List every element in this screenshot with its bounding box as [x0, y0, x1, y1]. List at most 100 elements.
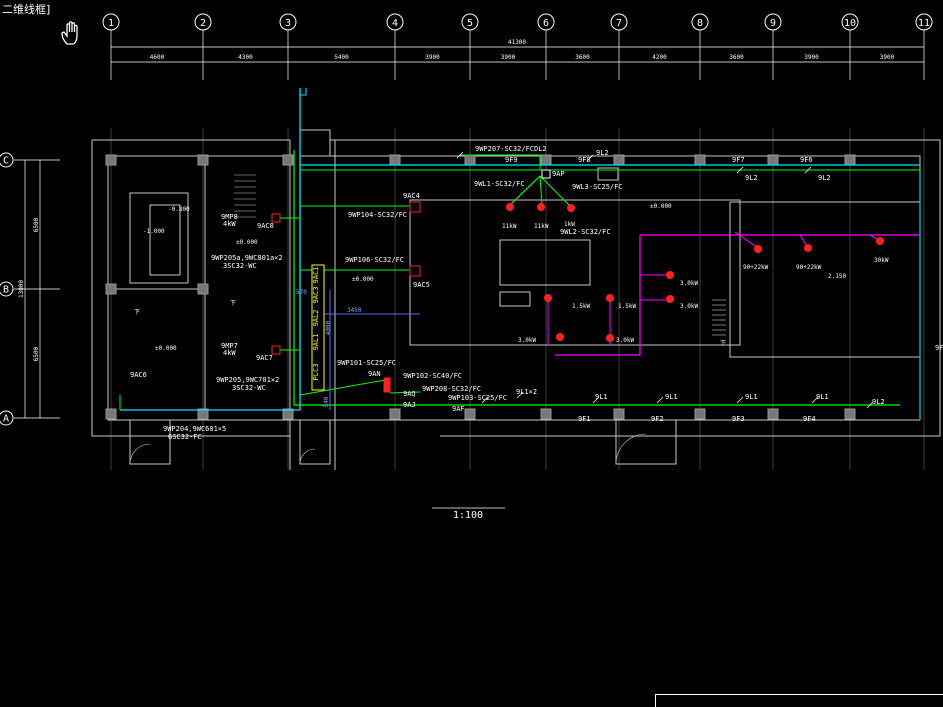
cable-routes — [119, 88, 921, 420]
label-9f8: 9F8 — [578, 156, 591, 164]
label-9wp103: 9WP103-SC25/FC — [448, 394, 507, 402]
cable-incoming — [300, 88, 307, 96]
label-down-b: 下 — [720, 340, 726, 347]
panel-9ap — [541, 169, 551, 179]
grid-column-label: 3 — [285, 18, 291, 29]
viewport-label[interactable]: 二维线框] — [0, 0, 53, 18]
label-9al1: 9AL1 — [312, 334, 320, 351]
tank-outline — [149, 204, 181, 276]
distribution-panel — [311, 264, 325, 391]
door-swing — [129, 443, 151, 465]
grid-column-label: 11 — [918, 18, 930, 29]
grid-row-label: C — [3, 156, 9, 167]
label-9wp207: 9WP207-SC32/FC — [475, 145, 534, 153]
label-1kw: 1kW — [564, 221, 575, 228]
dimension-span: 3600 — [575, 54, 590, 61]
equipment-area — [409, 199, 741, 346]
cable-tick — [586, 154, 594, 162]
label-3kw-c: 3.0kW — [518, 337, 536, 344]
motor-symbol — [606, 294, 614, 302]
label-9wp106: 9WP106-SC32/FC — [345, 256, 404, 264]
label-9mp7: 9MP7 — [221, 342, 238, 350]
label-elev-b: -0.800 — [168, 206, 190, 213]
label-9wl1: 9WL1-SC32/FC — [474, 180, 525, 188]
structural-column — [767, 154, 779, 166]
dimension-span: 4300 — [238, 54, 253, 61]
cable-magenta-branch — [734, 231, 759, 249]
grid-column-label: 7 — [616, 18, 622, 29]
dimension-span: 5400 — [334, 54, 349, 61]
pit-outline — [129, 192, 189, 284]
grid-row-label: B — [3, 285, 9, 296]
label-9l2-d: 9L2 — [872, 398, 885, 406]
door-swing — [299, 448, 316, 465]
cable-9wl1 — [509, 175, 541, 206]
label-9ac7: 9AC7 — [256, 354, 273, 362]
structural-column — [767, 408, 779, 420]
label-9mp7-power: 4kW — [223, 349, 236, 357]
dimension-span: 4200 — [652, 54, 667, 61]
dimension-row: 6500 — [33, 346, 40, 361]
label-9l2-b: 9L2 — [745, 174, 758, 182]
structural-column — [197, 408, 209, 420]
door-swing — [615, 433, 647, 465]
label-15kw-b: 1.5kW — [618, 303, 636, 310]
grid-column-label: 10 — [844, 18, 856, 29]
panel-9ac7 — [271, 345, 281, 355]
label-9f9: 9F9 — [505, 156, 518, 164]
label-dim-570: 570 — [296, 289, 307, 296]
label-dim-4000: 4000 — [325, 320, 332, 335]
label-elev-f: ±0.000 — [155, 345, 177, 352]
label-elev-c: -1.000 — [143, 228, 165, 235]
structural-column — [694, 154, 706, 166]
label-9l1-b: 9L1 — [665, 393, 678, 401]
label-11kw-b: 11kW — [534, 223, 549, 230]
cable-tick — [481, 396, 489, 404]
label-9f3: 9F3 — [732, 415, 745, 423]
grid-column-label: 1 — [108, 18, 114, 29]
grid-column-label: 9 — [770, 18, 776, 29]
cable-9wl2a — [539, 175, 543, 206]
outer-wall — [91, 140, 290, 437]
label-9wl2: 9WL2-SC32/FC — [560, 228, 611, 236]
structural-column — [105, 154, 117, 166]
label-3kw-b: 3.0kW — [680, 303, 698, 310]
label-9f4: 9F4 — [803, 415, 816, 423]
door-opening — [615, 419, 677, 465]
label-9f-edge: 9F — [935, 344, 943, 352]
platform-outline — [729, 201, 921, 358]
pan-hand-icon[interactable] — [58, 20, 86, 48]
structural-column — [464, 408, 476, 420]
grid-column-label: 4 — [392, 18, 398, 29]
label-6sc32: 6SC32-FC — [168, 433, 202, 441]
label-9f2: 9F2 — [651, 415, 664, 423]
structural-column — [197, 283, 209, 295]
label-9ac4: 9AC4 — [403, 192, 420, 200]
panel-9ac5 — [409, 265, 421, 277]
cable-tick — [804, 166, 812, 174]
panel-outline — [597, 167, 619, 181]
structural-column — [389, 154, 401, 166]
cable-tick — [811, 396, 819, 404]
structural-column — [389, 408, 401, 420]
label-down-c: 下 — [230, 300, 236, 307]
label-9mp8-power: 4kW — [223, 220, 236, 228]
structural-column — [613, 408, 625, 420]
label-dim-3450: 3450 — [347, 307, 362, 314]
label-9ac1: 9AC1 — [312, 267, 320, 284]
cable-tick — [516, 391, 524, 399]
title-block-fragment — [655, 694, 943, 707]
label-3kw-a: 3.0kW — [680, 280, 698, 287]
label-15kw-a: 1.5kW — [572, 303, 590, 310]
grid-column-label: 8 — [697, 18, 703, 29]
cable-9wp102 — [389, 391, 421, 394]
label-9ap: 9AP — [552, 170, 565, 178]
motor-symbol — [556, 333, 564, 341]
label-9wp204: 9WP204,9WC601×5 — [163, 425, 226, 433]
label-9wp102: 9WP102-SC40/FC — [403, 372, 462, 380]
machine-pad — [499, 291, 531, 307]
label-9ac8: 9AC8 — [257, 222, 274, 230]
label-9f6: 9F6 — [800, 156, 813, 164]
